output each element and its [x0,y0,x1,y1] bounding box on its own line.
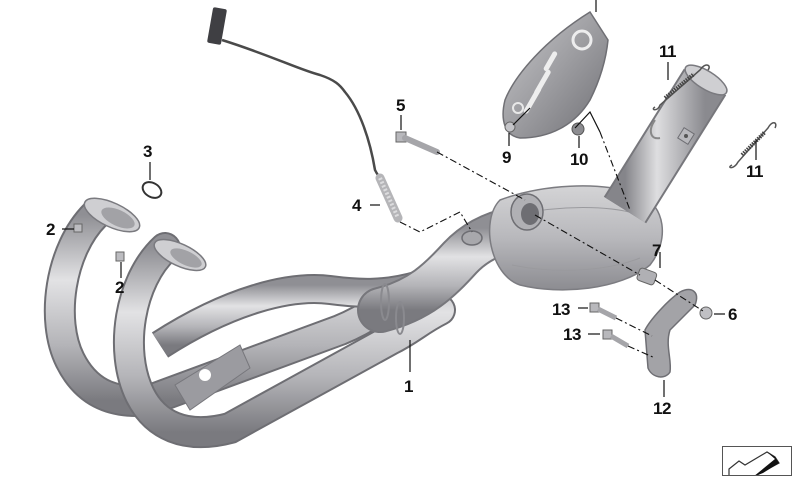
bolt-part13-upper [589,302,618,321]
callout-11-upper: 11 [659,42,676,61]
bolt-part5 [395,131,440,155]
nut-lower [115,251,125,262]
part-outline-icon [728,451,780,475]
heat-shield [502,10,609,139]
callout-6: 6 [728,305,737,324]
callout-2-upper: 2 [46,220,55,239]
lambda-sensor [207,7,403,223]
callout-9: 9 [502,148,511,167]
flange-lower [153,238,207,272]
nut-upper [73,223,83,233]
leader-lines [62,0,757,397]
axis-lines [399,131,704,359]
callout-12: 12 [653,399,671,418]
callout-11-lower: 11 [746,162,763,181]
parts-reference-icon[interactable] [722,446,792,476]
nut-part6 [699,306,713,320]
callout-7: 7 [652,241,661,260]
callout-5: 5 [396,96,405,115]
callout-2-lower: 2 [115,278,124,297]
callout-4: 4 [352,196,361,215]
bolt-part13-lower [602,329,630,349]
gasket-ring [141,181,163,199]
screw-part10 [571,122,585,136]
callout-10: 10 [570,150,588,169]
callout-13-lower: 13 [563,325,581,344]
spacer-sleeve [636,267,658,286]
tension-spring-lower [729,122,777,169]
exhaust-header [43,197,543,449]
outlet-pipe [603,64,728,224]
screw-part9 [504,121,516,133]
tension-spring-upper [652,64,710,111]
bracket [644,288,698,378]
callout-13-upper: 13 [552,300,570,319]
callout-3: 3 [143,142,152,161]
callout-1: 1 [404,377,413,396]
flange-upper [83,197,141,233]
